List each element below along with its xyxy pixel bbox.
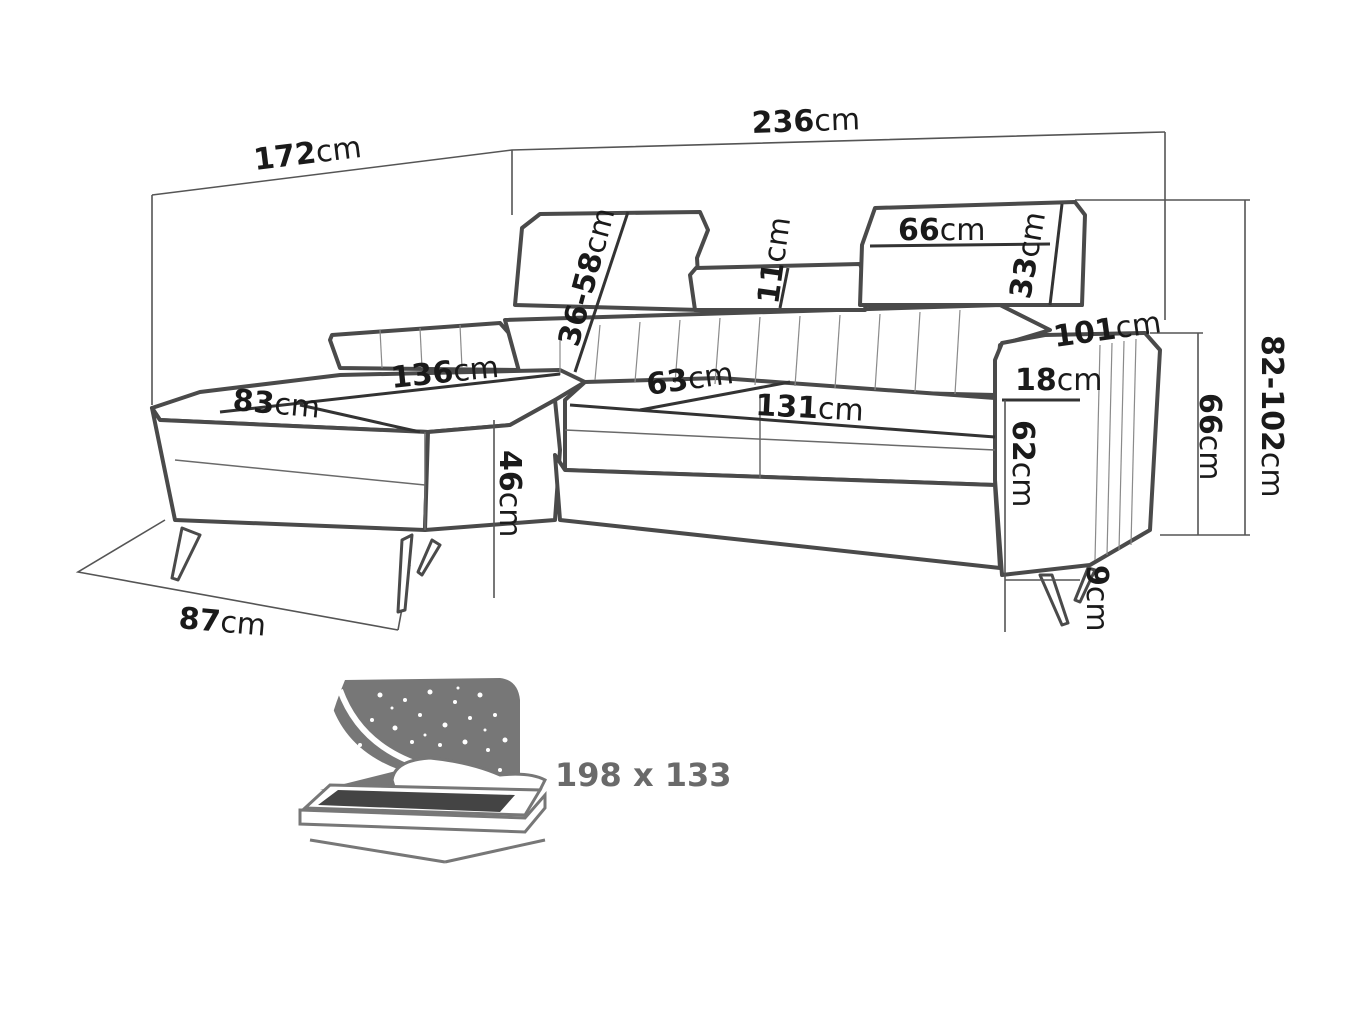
label-chaise-seat-width: 83cm: [231, 383, 321, 425]
label-leg-height: 9cm: [1079, 565, 1114, 632]
sofa-legs: [170, 526, 1097, 627]
label-seat-depth: 63cm: [644, 356, 735, 403]
label-headrest-width: 66cm: [898, 213, 985, 248]
label-seat-height-side: 62cm: [1005, 420, 1040, 507]
label-arm-width: 18cm: [1015, 363, 1102, 398]
label-seat-height: 46cm: [492, 450, 527, 537]
label-seat-width: 131cm: [755, 388, 865, 429]
label-chaise-seat-length: 136cm: [389, 350, 500, 396]
bed-icon: 198 x 133: [298, 678, 732, 864]
measurement-lines: [219, 203, 1080, 632]
stars-decoration: [338, 686, 508, 772]
sofa-body: [150, 200, 1162, 577]
label-headrest-gap: 11cm: [751, 215, 798, 306]
label-depth: 87cm: [177, 601, 267, 643]
label-width-total: 236cm: [751, 102, 860, 141]
label-arm-height: 66cm: [1192, 393, 1227, 480]
label-headrest-height: 33cm: [1003, 209, 1053, 301]
label-height-range: 82-102cm: [1254, 335, 1289, 498]
label-chaise-length: 172cm: [252, 130, 364, 178]
label-arm-depth: 101cm: [1051, 305, 1163, 355]
bed-size-label: 198 x 133: [555, 756, 732, 794]
dimension-guides: [75, 131, 1250, 631]
